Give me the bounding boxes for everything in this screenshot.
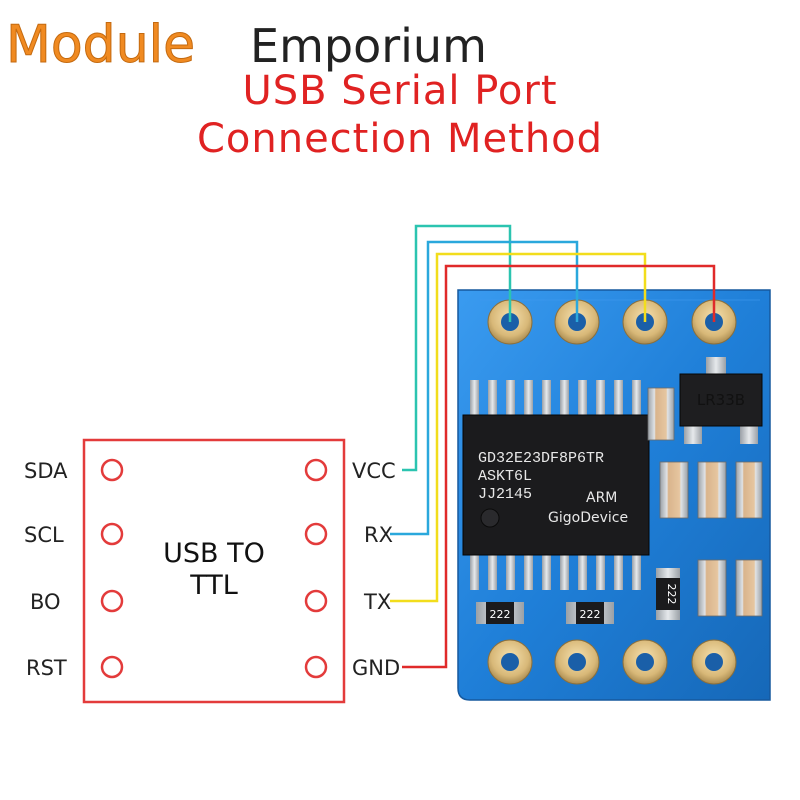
pin-circle-gnd (304, 655, 328, 679)
ic-bottom-pins (470, 550, 641, 590)
resistor-3: 222 (656, 568, 680, 620)
usb-ttl-label-line1: USB TO (163, 538, 265, 569)
ldo-body (679, 373, 763, 427)
usb-ttl-label-line2: TTL (189, 570, 238, 601)
chip-brand-gigodevice: GigoDevice (548, 510, 628, 526)
pin-circle-scl (100, 522, 124, 546)
pin-label-scl: SCL (24, 523, 64, 547)
pin-label-gnd: GND (352, 656, 400, 680)
chip-line3: JJ2145 (478, 486, 532, 503)
capacitor-1 (647, 387, 675, 441)
ldo-label: LR33B (697, 391, 745, 409)
resistor-1-label: 222 (490, 608, 511, 621)
ldo-regulator: LR33B (679, 357, 763, 444)
resistor-3-label: 222 (665, 584, 678, 605)
resistor-1: 222 (476, 602, 524, 624)
pin-label-rst: RST (26, 656, 67, 680)
logo-emporium-text: Emporium (250, 19, 487, 73)
mcu-chip: GD32E23DF8P6TR ASKT6L JJ2145 ARM GigoDev… (462, 414, 650, 556)
pin-circle-tx (304, 589, 328, 613)
capacitor-5 (697, 559, 727, 617)
resistor-2-label: 222 (580, 608, 601, 621)
wires (390, 224, 716, 669)
wire-vcc (402, 224, 512, 472)
resistor-2: 222 (566, 602, 614, 624)
chip-line2: ASKT6L (478, 468, 532, 485)
logo-module-text: Module (6, 15, 195, 75)
pin-label-sda: SDA (24, 459, 68, 483)
capacitor-2 (659, 461, 689, 519)
pin-circle-vcc (304, 458, 328, 482)
usb-ttl-box (82, 438, 346, 704)
pin-circle-sda (100, 458, 124, 482)
wire-tx (390, 252, 647, 603)
chip-pin1-marker (480, 508, 500, 528)
capacitor-6 (735, 559, 763, 617)
logo: Module Emporium (6, 15, 487, 76)
title-line2: Connection Method (197, 116, 603, 162)
pin-circle-rx (304, 522, 328, 546)
chip-body (462, 414, 650, 556)
wire-gnd (402, 264, 716, 669)
pin-label-rx: RX (364, 523, 393, 547)
chip-brand-arm: ARM (586, 490, 617, 506)
ic-top-pins (470, 380, 641, 420)
capacitor-4 (735, 461, 763, 519)
capacitor-3 (697, 461, 727, 519)
title-line1: USB Serial Port (242, 68, 557, 114)
chip-line1: GD32E23DF8P6TR (478, 450, 604, 467)
pin-label-vcc: VCC (352, 459, 396, 483)
usb-ttl-module: USB TO TTL SDA SCL BO RST VCC RX TX GND (24, 438, 400, 704)
pin-circle-rst (100, 655, 124, 679)
bottom-pads (487, 639, 737, 685)
pin-circle-bo (100, 589, 124, 613)
wire-rx (390, 240, 579, 536)
pin-label-bo: BO (30, 590, 61, 614)
pin-label-tx: TX (363, 590, 391, 614)
sensor-pcb: GD32E23DF8P6TR ASKT6L JJ2145 ARM GigoDev… (457, 289, 771, 701)
